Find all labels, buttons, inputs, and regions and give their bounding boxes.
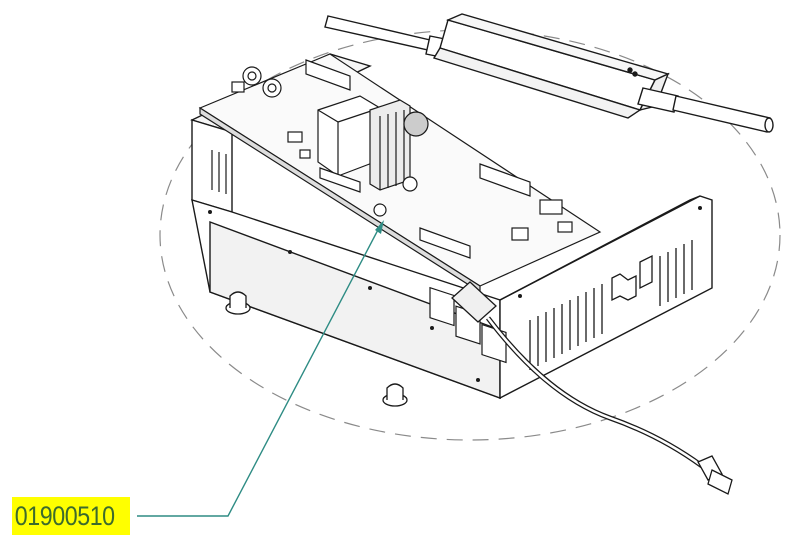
rubber-feet bbox=[225, 291, 408, 407]
connector-cutouts bbox=[611, 254, 653, 302]
left-vent-slots bbox=[211, 150, 227, 194]
part-number-label[interactable]: 01900510 bbox=[14, 501, 115, 531]
right-vent-slots bbox=[529, 240, 693, 370]
power-supply-unit bbox=[324, 13, 774, 133]
mounting-holes bbox=[208, 206, 702, 382]
chassis-tray bbox=[190, 53, 713, 400]
sensor-cable bbox=[451, 281, 733, 495]
callout-leader bbox=[137, 220, 384, 517]
part-label-highlight bbox=[12, 497, 130, 535]
control-board bbox=[198, 53, 602, 364]
